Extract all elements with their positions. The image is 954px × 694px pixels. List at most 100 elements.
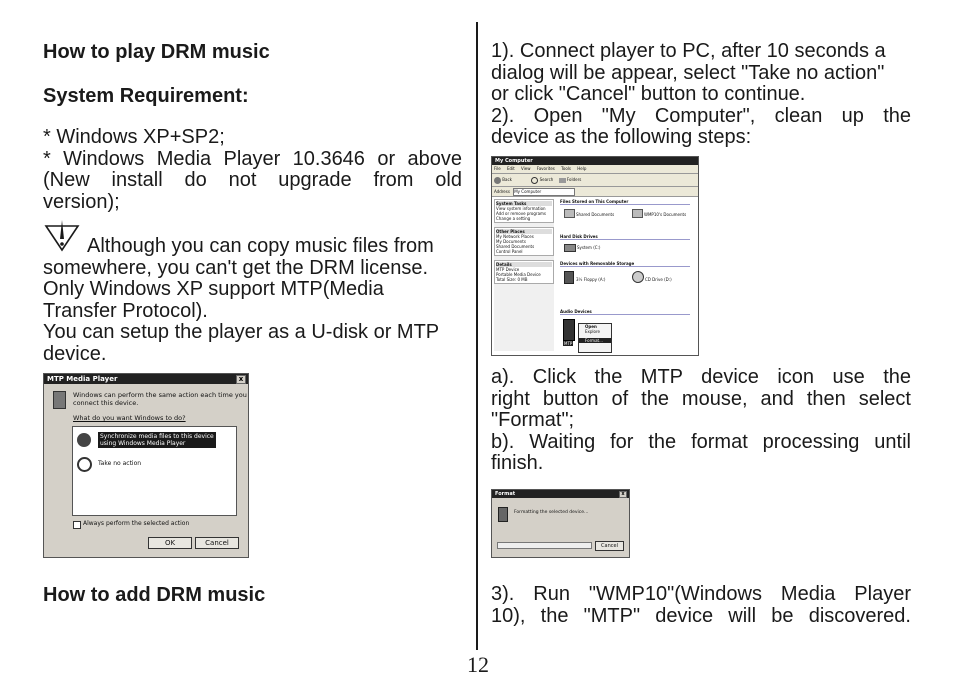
option-sync-label: Synchronize media files to this device u… xyxy=(98,432,216,448)
back-icon[interactable] xyxy=(494,176,501,184)
heading-system-requirement: System Requirement: xyxy=(43,85,249,107)
step-line: b). Waiting for the format processing un… xyxy=(491,430,911,453)
step-line: a). Click the MTP device icon use the xyxy=(491,366,911,388)
details-text: Portable Media Device xyxy=(496,272,541,277)
setup-line: You can setup the player as a U-disk or … xyxy=(43,321,440,343)
details-text: Total Size: 0 MB xyxy=(496,277,528,282)
group-header: Devices with Removable Storage xyxy=(560,261,690,267)
task-link[interactable]: Control Panel xyxy=(496,249,523,254)
task-link[interactable]: My Documents xyxy=(496,239,526,244)
warning-line: somewhere, you can't get the DRM license… xyxy=(43,256,429,279)
format-dialog: Format x Formatting the selected device.… xyxy=(491,489,630,558)
task-pane: System Tasks View system information Add… xyxy=(494,199,554,351)
format-message: Formatting the selected device... xyxy=(514,510,589,515)
address-bar: Address My Computer xyxy=(492,187,698,197)
task-link[interactable]: Shared Documents xyxy=(496,244,535,249)
warning-icon xyxy=(43,218,81,252)
task-link[interactable]: Change a setting xyxy=(496,216,531,221)
step-line: right button of the mouse, and then sele… xyxy=(491,387,911,410)
step3-text: 3). Run "WMP10"(Windows Media Player 10)… xyxy=(491,583,911,627)
always-label: Always perform the selected action xyxy=(83,520,190,527)
step-line: 3). Run "WMP10"(Windows Media Player xyxy=(491,583,911,605)
always-checkbox[interactable] xyxy=(73,521,81,529)
dialog-titlebar: MTP Media Player x xyxy=(44,374,248,384)
folders-icon[interactable] xyxy=(558,177,566,183)
search-icon[interactable] xyxy=(531,176,539,184)
search-button[interactable]: Search xyxy=(539,177,554,182)
cancel-button[interactable]: Cancel xyxy=(195,537,239,549)
option-text: using Windows Media Player xyxy=(100,440,186,447)
option-sync[interactable]: Synchronize media files to this device u… xyxy=(75,430,233,450)
context-format[interactable]: Format... xyxy=(579,338,611,343)
option-text: Synchronize media files to this device xyxy=(100,433,214,440)
group-header: Hard Disk Drives xyxy=(560,234,690,240)
step-line: device as the following steps: xyxy=(491,126,752,148)
heading-play-drm: How to play DRM music xyxy=(43,41,270,63)
heading-add-drm: How to add DRM music xyxy=(43,584,266,606)
drive-label[interactable]: 3½ Floppy (A:) xyxy=(576,277,606,282)
step-line: 1). Connect player to PC, after 10 secon… xyxy=(491,40,886,62)
address-label: Address xyxy=(494,189,510,194)
mtp-autoplay-dialog: MTP Media Player x Windows can perform t… xyxy=(43,373,249,558)
warning-line: Transfer Protocol). xyxy=(43,299,208,322)
menu-favorites[interactable]: Favorites xyxy=(536,166,555,171)
media-player-icon xyxy=(77,433,91,447)
menu-view[interactable]: View xyxy=(521,166,531,171)
hard-drive-icon[interactable] xyxy=(564,244,576,252)
option-no-action[interactable]: Take no action xyxy=(75,455,233,473)
task-group: Details MTP Device Portable Media Device… xyxy=(494,260,554,284)
requirement-line: version); xyxy=(43,190,120,213)
task-link[interactable]: View system information xyxy=(496,206,546,211)
format-cancel-button[interactable]: Cancel xyxy=(595,541,624,551)
dialog-message: connect this device. xyxy=(73,399,139,407)
task-group: System Tasks View system information Add… xyxy=(494,199,554,223)
content-area: Files Stored on This Computer Shared Doc… xyxy=(560,199,696,353)
no-entry-icon xyxy=(77,457,92,472)
task-link[interactable]: Add or remove programs xyxy=(496,211,546,216)
step-line: dialog will be appear, select "Take no a… xyxy=(491,61,885,84)
task-group-title: Details xyxy=(496,262,552,267)
format-title: Format xyxy=(495,491,516,497)
menu-tools[interactable]: Tools xyxy=(561,166,572,171)
requirements-text: * Windows XP+SP2; * Windows Media Player… xyxy=(43,126,462,213)
folder-label[interactable]: Shared Documents xyxy=(576,212,615,217)
device-icon xyxy=(498,507,508,522)
drive-label[interactable]: CD Drive (D:) xyxy=(645,277,672,282)
dialog-title: MTP Media Player xyxy=(47,375,118,383)
explorer-title: My Computer xyxy=(495,158,533,164)
menu-file[interactable]: File xyxy=(494,166,501,171)
drive-label[interactable]: System (C:) xyxy=(577,245,601,250)
menu-edit[interactable]: Edit xyxy=(506,166,515,171)
step-line: finish. xyxy=(491,452,544,474)
dialog-message: Windows can perform the same action each… xyxy=(73,391,247,399)
mtp-device-icon[interactable] xyxy=(563,319,575,341)
mtp-device-label[interactable]: MTP xyxy=(563,341,574,346)
format-titlebar: Format x xyxy=(492,490,629,498)
context-explore[interactable]: Explore xyxy=(585,329,601,334)
task-link[interactable]: My Network Places xyxy=(496,234,534,239)
group-header: Files Stored on This Computer xyxy=(560,199,690,205)
my-computer-window: My Computer File Edit View Favorites Too… xyxy=(491,156,699,356)
cd-drive-icon[interactable] xyxy=(632,271,644,283)
folder-label[interactable]: WMP10's Documents xyxy=(644,212,687,217)
ok-button[interactable]: OK xyxy=(148,537,192,549)
close-icon[interactable]: x xyxy=(236,375,246,384)
folder-icon[interactable] xyxy=(632,209,643,218)
menu-help[interactable]: Help xyxy=(577,166,587,171)
column-divider xyxy=(476,22,478,650)
option-text: Take no action xyxy=(98,460,142,467)
setup-line: device. xyxy=(43,342,107,365)
floppy-icon[interactable] xyxy=(564,271,574,284)
address-input[interactable]: My Computer xyxy=(513,188,576,196)
back-button[interactable]: Back xyxy=(502,177,512,182)
folder-icon[interactable] xyxy=(564,209,575,218)
context-open[interactable]: Open xyxy=(585,324,597,329)
close-icon[interactable]: x xyxy=(619,491,627,498)
explorer-menubar: File Edit View Favorites Tools Help xyxy=(492,165,698,174)
task-group-title: Other Places xyxy=(496,229,552,234)
page-number: 12 xyxy=(467,652,489,677)
folders-button[interactable]: Folders xyxy=(566,177,582,182)
options-list: Synchronize media files to this device u… xyxy=(72,426,237,516)
warning-line: Although you can copy music files from xyxy=(87,235,434,257)
requirement-line: * Windows Media Player 10.3646 or above xyxy=(43,147,462,170)
